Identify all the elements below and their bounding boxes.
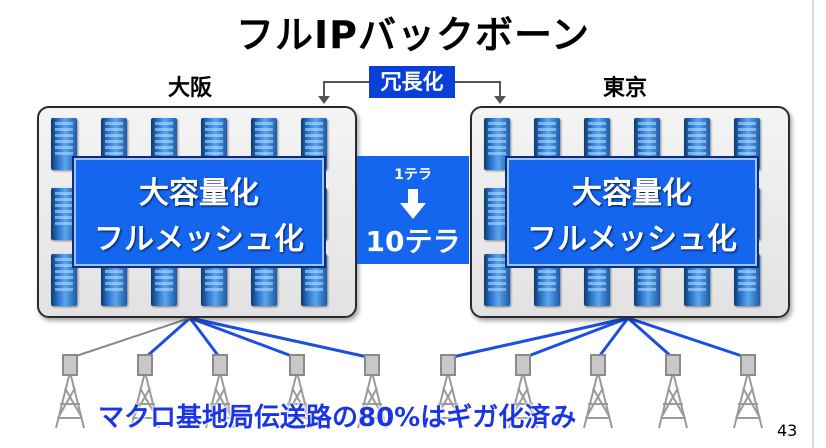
transport-link [522, 316, 629, 360]
redundancy-arrowheads [318, 96, 506, 104]
transport-link [69, 317, 191, 359]
transport-link [447, 316, 629, 360]
slide-caption: マクロ基地局伝送路の80%はギガ化済み [98, 403, 577, 433]
cell-tower-icon [282, 354, 312, 429]
datacenter-tokyo-feature-panel: 大容量化 フルメッシュ化 [505, 156, 759, 268]
cell-tower-icon [357, 354, 387, 429]
tokyo-transport-links [447, 316, 749, 360]
cell-tower-icon [658, 354, 688, 429]
datacenter-tokyo: 大容量化 フルメッシュ化 [470, 106, 790, 318]
datacenter-tokyo-line1: 大容量化 [572, 176, 692, 211]
site-label-osaka: 大阪 [168, 76, 213, 101]
cell-tower-icon [205, 354, 235, 429]
slide-edge-divider [812, 0, 814, 448]
site-label-tokyo: 東京 [603, 76, 648, 101]
capacity-before: 1テラ [394, 167, 432, 183]
transport-link [144, 316, 191, 360]
cell-tower-icon [433, 354, 463, 429]
redundancy-bracket [323, 81, 501, 98]
cell-tower-icon [583, 354, 613, 429]
cell-tower-icon [55, 354, 85, 429]
datacenter-osaka-line2: フルメッシュ化 [94, 222, 304, 257]
datacenter-tokyo-line2: フルメッシュ化 [527, 222, 737, 257]
datacenter-osaka-line1: 大容量化 [139, 176, 259, 211]
transport-link [627, 316, 674, 360]
slide-title: フルIPバックボーン [235, 13, 591, 57]
down-arrow-icon [400, 189, 426, 219]
transport-link [189, 316, 373, 360]
datacenter-osaka: 大容量化 フルメッシュ化 [37, 106, 357, 318]
transport-link [189, 316, 298, 360]
cell-tower-icon [508, 354, 538, 429]
osaka-transport-links [69, 316, 373, 360]
redundancy-label: 冗長化 [369, 66, 455, 98]
capacity-upgrade-box: 1テラ 10テラ [357, 156, 469, 264]
datacenter-osaka-feature-panel: 大容量化 フルメッシュ化 [72, 156, 326, 268]
cell-tower-icon [733, 354, 763, 429]
cell-tower-row [55, 354, 763, 429]
server-rack-icon [51, 118, 77, 170]
transport-link [188, 317, 222, 359]
transport-link [596, 317, 630, 359]
cell-tower-icon [130, 354, 160, 429]
capacity-after: 10テラ [365, 225, 461, 258]
transport-link [627, 316, 749, 360]
page-number: 43 [777, 421, 798, 440]
